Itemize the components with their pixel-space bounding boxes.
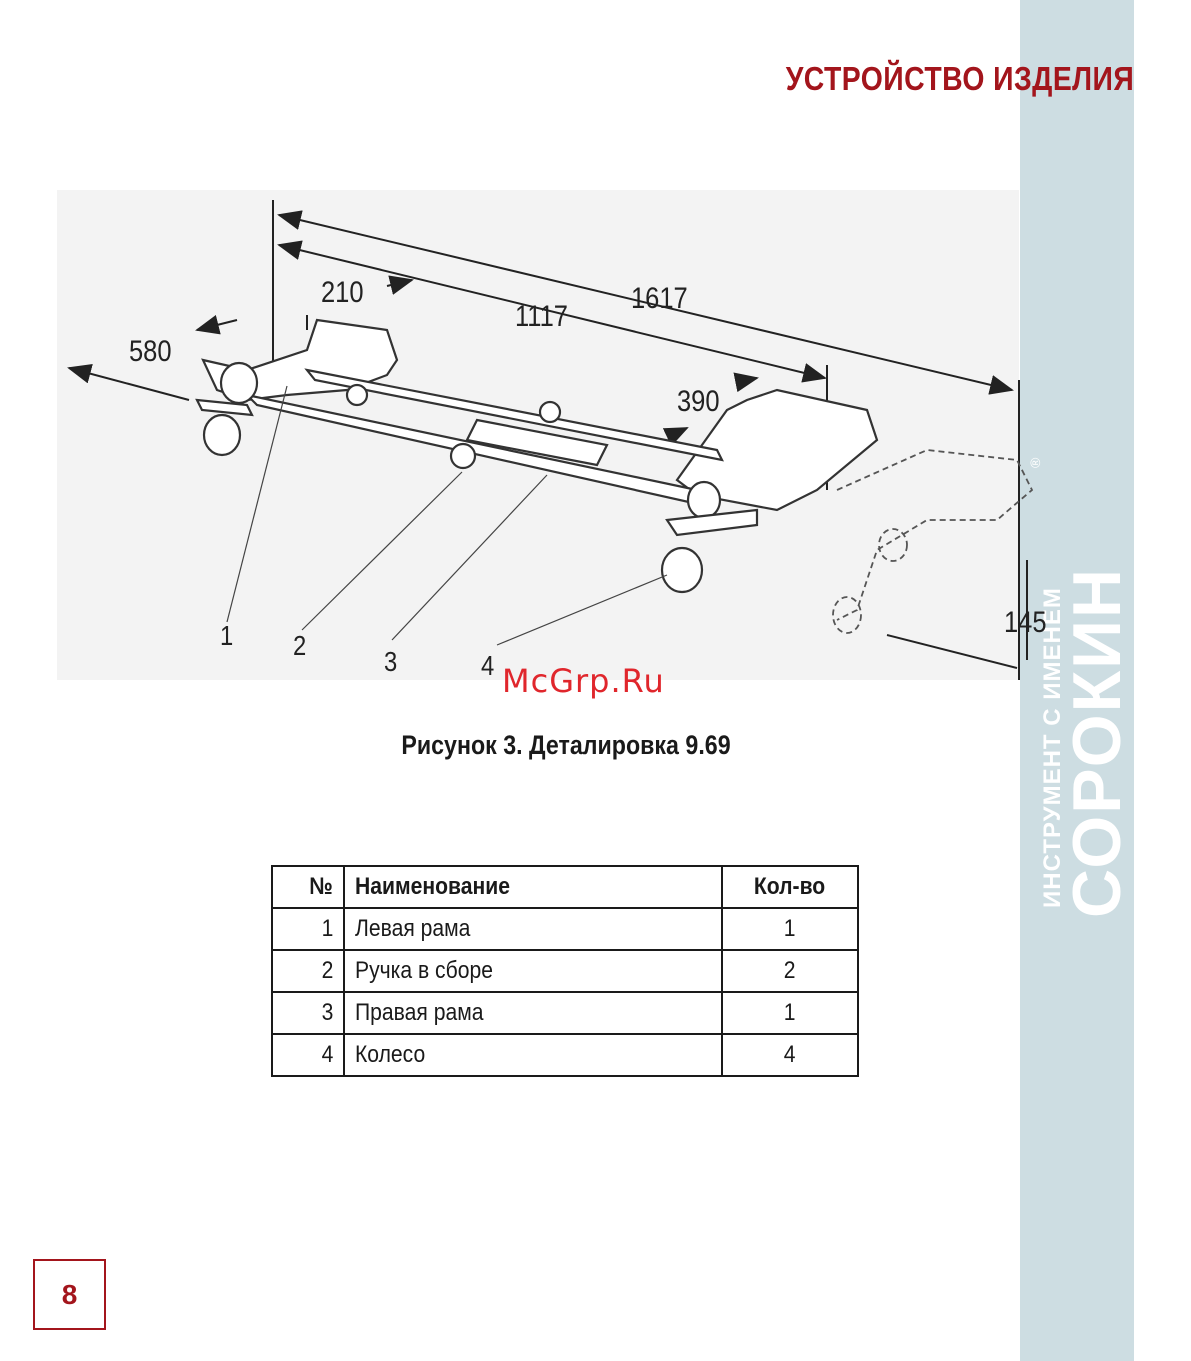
row-name: Колесо	[344, 1034, 722, 1076]
header-qty: Кол-во	[722, 866, 858, 908]
row-num: 1	[272, 908, 344, 950]
dolly-drawing	[57, 190, 1019, 680]
row-qty: 2	[722, 950, 858, 992]
row-num: 4	[272, 1034, 344, 1076]
dim-1117: 1117	[515, 300, 568, 334]
table-header-row: № Наименование Кол-во	[272, 866, 858, 908]
row-qty: 4	[722, 1034, 858, 1076]
dim-line-390b	[672, 428, 687, 435]
table-row: 2 Ручка в сборе 2	[272, 950, 858, 992]
dim-145: 145	[1004, 606, 1047, 640]
section-title: УСТРОЙСТВО ИЗДЕЛИЯ	[786, 60, 1134, 98]
phantom-dolly-outline	[837, 450, 1032, 620]
brand-name: СОРОКИН	[1059, 567, 1134, 918]
leader-4	[497, 575, 667, 645]
registered-mark: ®	[1027, 457, 1043, 468]
callout-1: 1	[220, 620, 233, 652]
callout-2: 2	[293, 630, 306, 662]
table-row: 4 Колесо 4	[272, 1034, 858, 1076]
leader-3	[392, 475, 547, 640]
row-num: 3	[272, 992, 344, 1034]
callout-3: 3	[384, 646, 397, 678]
phantom-tube	[879, 529, 907, 561]
right-tube-end	[688, 482, 720, 518]
parts-table: № Наименование Кол-во 1 Левая рама 1 2 Р…	[271, 865, 859, 1077]
dim-line-580b	[197, 320, 237, 330]
dim-390: 390	[677, 385, 720, 419]
header-name: Наименование	[344, 866, 722, 908]
dim-210: 210	[321, 276, 364, 310]
right-wheel	[662, 548, 702, 592]
page-number: 8	[33, 1259, 106, 1330]
dim-line-210	[387, 280, 412, 286]
leader-2	[302, 472, 462, 630]
dim-line-580	[69, 368, 189, 400]
brand-logo: СОРОКИН ИНСТРУМЕНТ С ИМЕНЕМ ®	[1020, 450, 1134, 920]
dim-line-145-base	[887, 635, 1017, 668]
left-wheel	[204, 415, 240, 455]
table-row: 3 Правая рама 1	[272, 992, 858, 1034]
table-row: 1 Левая рама 1	[272, 908, 858, 950]
left-tube-end	[221, 363, 257, 403]
row-name: Левая рама	[344, 908, 722, 950]
detail-figure: 1617 1117 580 210 390 145 1 2 3 4	[57, 190, 1019, 680]
watermark: McGrp.Ru	[502, 662, 665, 700]
row-qty: 1	[722, 908, 858, 950]
dim-580: 580	[129, 335, 172, 369]
row-num: 2	[272, 950, 344, 992]
row-name: Ручка в сборе	[344, 950, 722, 992]
header-num: №	[272, 866, 344, 908]
row-qty: 1	[722, 992, 858, 1034]
handle-knob-front	[451, 444, 475, 468]
handle-knob-left	[347, 385, 367, 405]
figure-caption: Рисунок 3. Деталировка 9.69	[79, 730, 1053, 761]
row-name: Правая рама	[344, 992, 722, 1034]
callout-4: 4	[481, 650, 494, 682]
handle-knob-rear	[540, 402, 560, 422]
dim-line-390a	[747, 378, 757, 380]
dim-1617: 1617	[631, 282, 688, 316]
